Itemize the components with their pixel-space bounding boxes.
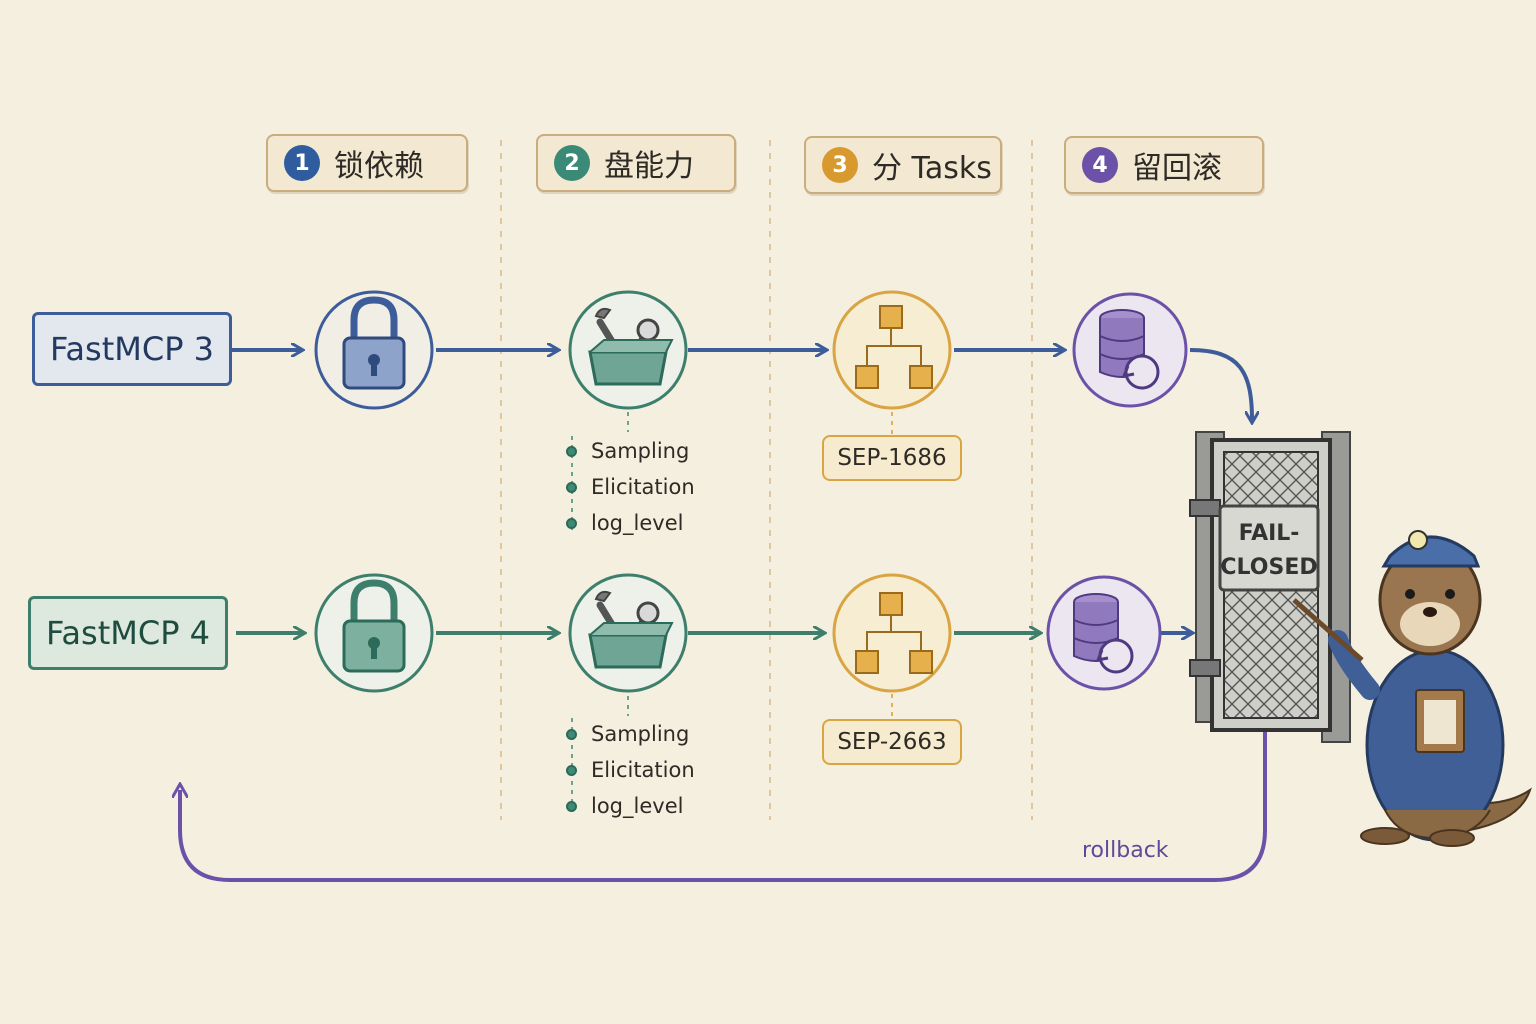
rollback-arrow (180, 720, 1267, 882)
list-item: Elicitation (566, 752, 736, 788)
lock-icon (342, 296, 406, 390)
rollback-label: rollback (1082, 838, 1169, 863)
bullet-icon (566, 764, 577, 776)
row1-lock-node (314, 290, 434, 410)
gate-sign-line1: FAIL- (1239, 521, 1300, 546)
bullet-icon (566, 445, 577, 457)
row2-rollback-node (1046, 575, 1162, 691)
sep-tag-row2: SEP-2663 (822, 719, 962, 765)
step-header-3: 3 分 Tasks (804, 136, 1002, 194)
bullet-icon (566, 728, 577, 740)
fail-closed-gate: FAIL- CLOSED (1189, 431, 1351, 743)
capability-label: Elicitation (591, 758, 695, 782)
step-number-badge: 2 (554, 145, 590, 181)
row1-arrows (232, 350, 1252, 420)
step-title: 盘能力 (604, 149, 694, 184)
row1-toolbox-node (568, 290, 688, 410)
version-box-fastmcp3: FastMCP 3 (32, 312, 232, 386)
list-item: log_level (566, 505, 736, 541)
list-item: Elicitation (566, 469, 736, 505)
sep-tag-row1: SEP-1686 (822, 435, 962, 481)
database-rollback-icon (1099, 309, 1160, 390)
row1-tasks-node (832, 290, 952, 410)
step-title: 锁依赖 (334, 149, 424, 184)
capability-label: log_level (591, 511, 684, 535)
row2-toolbox-node (568, 573, 688, 693)
step-number-badge: 4 (1082, 147, 1118, 183)
list-item: Sampling (566, 716, 736, 752)
step-title: 分 Tasks (872, 151, 992, 186)
step-header-4: 4 留回滚 (1064, 136, 1264, 194)
step-header-2: 2 盘能力 (536, 134, 736, 192)
capability-label: log_level (591, 794, 684, 818)
row2-tasks-node (832, 573, 952, 693)
step-number-badge: 3 (822, 147, 858, 183)
gate-sign: FAIL- CLOSED (1218, 504, 1320, 592)
list-item: Sampling (566, 433, 736, 469)
version-box-fastmcp4: FastMCP 4 (28, 596, 228, 670)
otter-mascot (1292, 530, 1532, 847)
list-item: log_level (566, 788, 736, 824)
row1-capability-list: Sampling Elicitation log_level (566, 433, 736, 541)
toolbox-icon (588, 590, 674, 669)
row2-capability-list: Sampling Elicitation log_level (566, 716, 736, 824)
column-dividers (500, 140, 1033, 820)
toolbox-icon (588, 307, 674, 386)
lock-icon (342, 579, 406, 673)
bullet-icon (566, 517, 577, 529)
step-title: 留回滚 (1132, 151, 1222, 186)
capability-label: Elicitation (591, 475, 695, 499)
gate-sign-line2: CLOSED (1220, 555, 1317, 580)
row2-lock-node (314, 573, 434, 693)
capability-label: Sampling (591, 439, 690, 463)
database-rollback-icon (1073, 593, 1134, 674)
row1-rollback-node (1072, 292, 1188, 408)
task-tree-icon (855, 592, 933, 674)
bullet-icon (566, 481, 577, 493)
task-tree-icon (855, 305, 933, 389)
bullet-icon (566, 800, 577, 812)
step-number-badge: 1 (284, 145, 320, 181)
step-header-1: 1 锁依赖 (266, 134, 468, 192)
capability-label: Sampling (591, 722, 690, 746)
